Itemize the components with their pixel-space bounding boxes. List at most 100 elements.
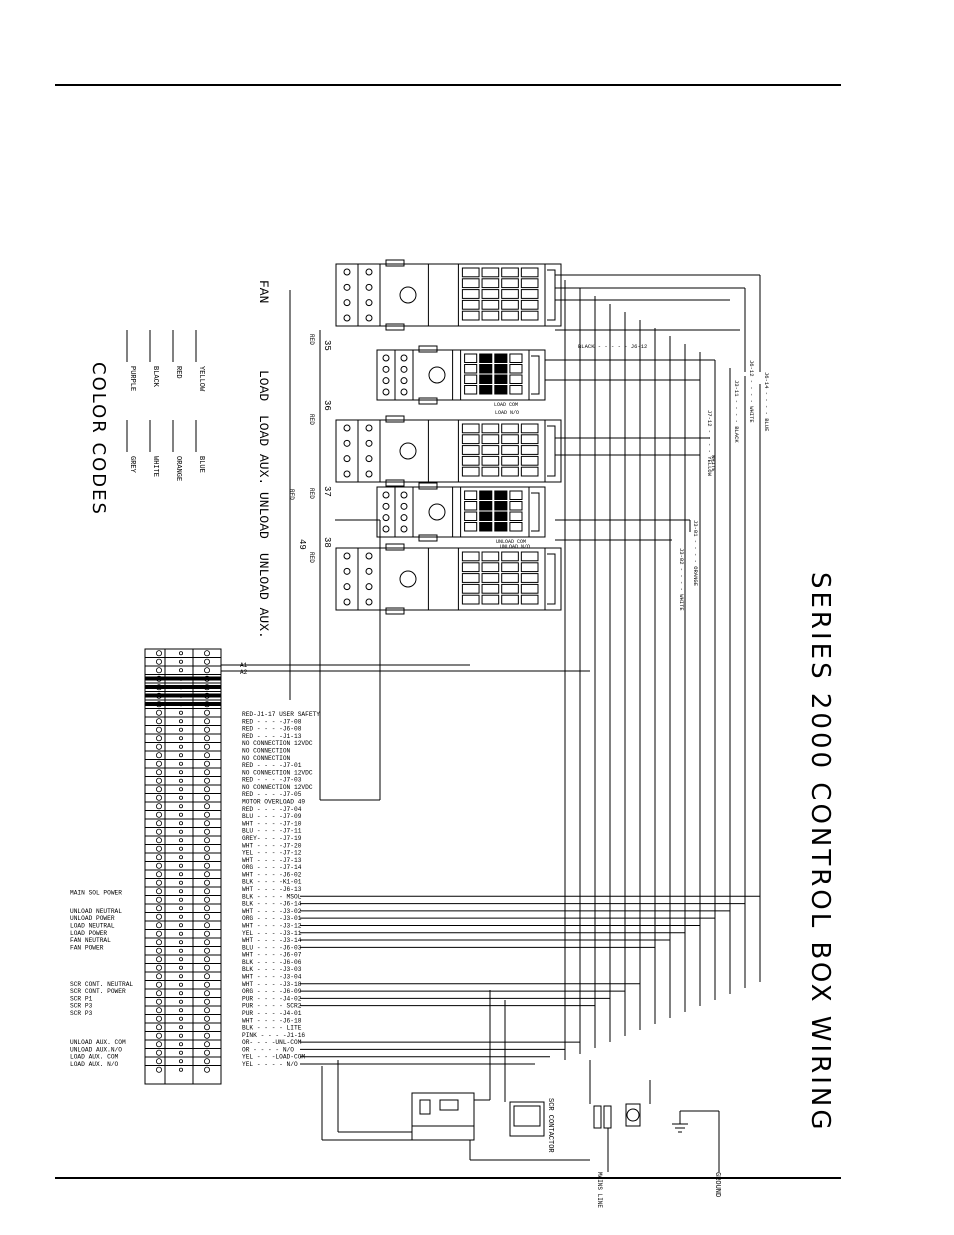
contactor-label: LOAD (256, 370, 271, 401)
contactor-label: UNLOAD AUX. (256, 553, 271, 639)
function-label: SCR CONT. POWER (70, 988, 126, 995)
legend-entry: YELLOW (197, 366, 205, 392)
diagram-title: SERIES 2000 CONTROL BOX WIRING (805, 572, 835, 1133)
terminal-label: WHT - - - -J6-07 (242, 952, 302, 959)
terminal-label: RED - - - -J6-08 (242, 726, 302, 733)
terminal-label: RED-J1-17 USER SAFETY (242, 711, 320, 718)
terminal-label: RED - - - -J7-03 (242, 777, 302, 784)
contact-label: LOAD N/O (495, 410, 519, 416)
function-label: UNLOAD NEUTRAL (70, 908, 122, 915)
contactor-1 (335, 259, 562, 331)
contactors (335, 259, 562, 615)
legend-entry: BLUE (197, 456, 205, 473)
contactor-2 (376, 345, 546, 405)
terminal-label: WHT - - - -J6-02 (242, 871, 302, 878)
contactor-label: FAN (256, 280, 271, 303)
terminal-label: NO CONNECTION (242, 747, 291, 754)
wire-ref-label: RED (308, 488, 315, 499)
legend-entry: RED (174, 366, 182, 379)
terminal-label: PINK - - - -J1-16 (242, 1032, 305, 1039)
terminal-label: WHT - - - -J3-18 (242, 981, 302, 988)
terminal-block (144, 648, 222, 1085)
terminal-label: ORG - - - -J7-14 (242, 864, 302, 871)
terminal-label: BLU - - - -J7-11 (242, 828, 302, 835)
terminal-label: RED - - - -J7-08 (242, 718, 302, 725)
wire-ref-label: RED (308, 552, 315, 563)
terminal-label: BLK - - - -J6-14 (242, 901, 302, 908)
function-label: SCR P1 (70, 995, 93, 1002)
contactor-5 (335, 543, 562, 615)
contactor-label: UNLOAD (256, 492, 271, 539)
wire-label: J3-11 - - - - BLACK (733, 380, 740, 443)
wire-ref-label: RED (288, 489, 295, 500)
function-label: UNLOAD AUX.N/O (70, 1046, 122, 1053)
wire-label: J7-12 - - - - YELLOW (706, 410, 713, 477)
function-label: SCR P3 (70, 1010, 93, 1017)
terminal-label: OR- - - -UNL-COM (242, 1039, 302, 1046)
function-label: FAN POWER (70, 944, 104, 951)
terminal-label: BLU - - - -J7-09 (242, 813, 302, 820)
function-label: MAIN SOL POWER (70, 889, 122, 896)
terminal-label: WHT - - - -J6-13 (242, 886, 302, 893)
contactor-3 (335, 415, 562, 487)
function-label: UNLOAD AUX. COM (70, 1039, 126, 1046)
terminal-label: BLU - - - -J6-03 (242, 944, 302, 951)
terminal-label: BLK - - - -K1-01 (242, 879, 302, 886)
terminal-label: RED - - - -J7-04 (242, 806, 302, 813)
terminal-label: WHT - - - -J3-04 (242, 974, 302, 981)
top-rule (55, 84, 841, 86)
wire-number: 36 (322, 400, 332, 411)
wire-label: WHITE (710, 455, 717, 472)
color-codes-legend: COLOR CODES YELLOWREDBLACKPURPLEBLUEORAN… (88, 330, 205, 516)
terminal-label: WHT - - - -J6-18 (242, 1017, 302, 1024)
terminal-label: BLK - - - - MSOL (242, 893, 302, 900)
terminal-label: WHT - - - -J3-02 (242, 908, 302, 915)
wire-label: BLACK - - - - - J6-12 (578, 343, 647, 350)
terminal-label: OR - - - - N/O (242, 1046, 294, 1053)
contactor-label: LOAD AUX. (256, 415, 271, 485)
function-label: LOAD POWER (70, 930, 107, 937)
terminal-label: ORG - - - -J6-09 (242, 988, 302, 995)
legend-entry: ORANGE (174, 456, 182, 481)
function-label: FAN NEUTRAL (70, 937, 111, 944)
function-label: LOAD AUX. N/O (70, 1061, 119, 1068)
contact-label: UNLOAD COM (496, 539, 526, 545)
mains-label: MAINS LINE (596, 1172, 603, 1208)
scr-contactor (509, 1101, 545, 1137)
terminal-label: NO CONNECTION 12VDC (242, 740, 313, 747)
terminal-label: WHT - - - -J7-20 (242, 842, 302, 849)
function-label: SCR CONT. NEUTRAL (70, 981, 133, 988)
terminal-label: RED - - - -J1-13 (242, 733, 302, 740)
wire-number: 38 (322, 537, 332, 548)
contact-label: UNLOAD N/O (500, 544, 530, 550)
terminal-label: YEL - - - - N/O (242, 1061, 298, 1068)
legend-entry: WHITE (151, 456, 159, 477)
contactor-4 (376, 482, 546, 542)
terminal-label: ORG - - - -J3-01 (242, 915, 302, 922)
terminal-label: WHT - - - -J7-10 (242, 820, 302, 827)
terminal-label: NO CONNECTION 12VDC (242, 784, 313, 791)
terminal-label: YEL - - - -J7-12 (242, 850, 302, 857)
wire-number: 49 (297, 539, 307, 550)
wire-label: J3-02 - - - - WHITE (678, 548, 685, 611)
terminal-label: YEL - - - -J3-11 (242, 930, 302, 937)
legend-entry: PURPLE (128, 366, 136, 391)
function-label: LOAD NEUTRAL (70, 922, 115, 929)
legend-entry: GREY (128, 456, 136, 474)
terminal-label: PUR - - - -J4-01 (242, 1010, 302, 1017)
scr-contactor-label: SCR CONTACTOR (546, 1098, 554, 1153)
ground-label: GROUND (713, 1172, 721, 1197)
wires (221, 274, 761, 1161)
terminal-label: YEL - - -LOAD-COM (242, 1054, 305, 1061)
terminal-label: RED - - - -J7-05 (242, 791, 302, 798)
contact-label: LOAD COM (494, 402, 518, 408)
bottom-rule (55, 1177, 841, 1179)
terminal-label: BLK - - - -J3-03 (242, 966, 302, 973)
terminal-label: MOTOR OVERLOAD 49 (242, 799, 305, 806)
wire-label: J6-14 - - - - BLUE (763, 372, 770, 432)
